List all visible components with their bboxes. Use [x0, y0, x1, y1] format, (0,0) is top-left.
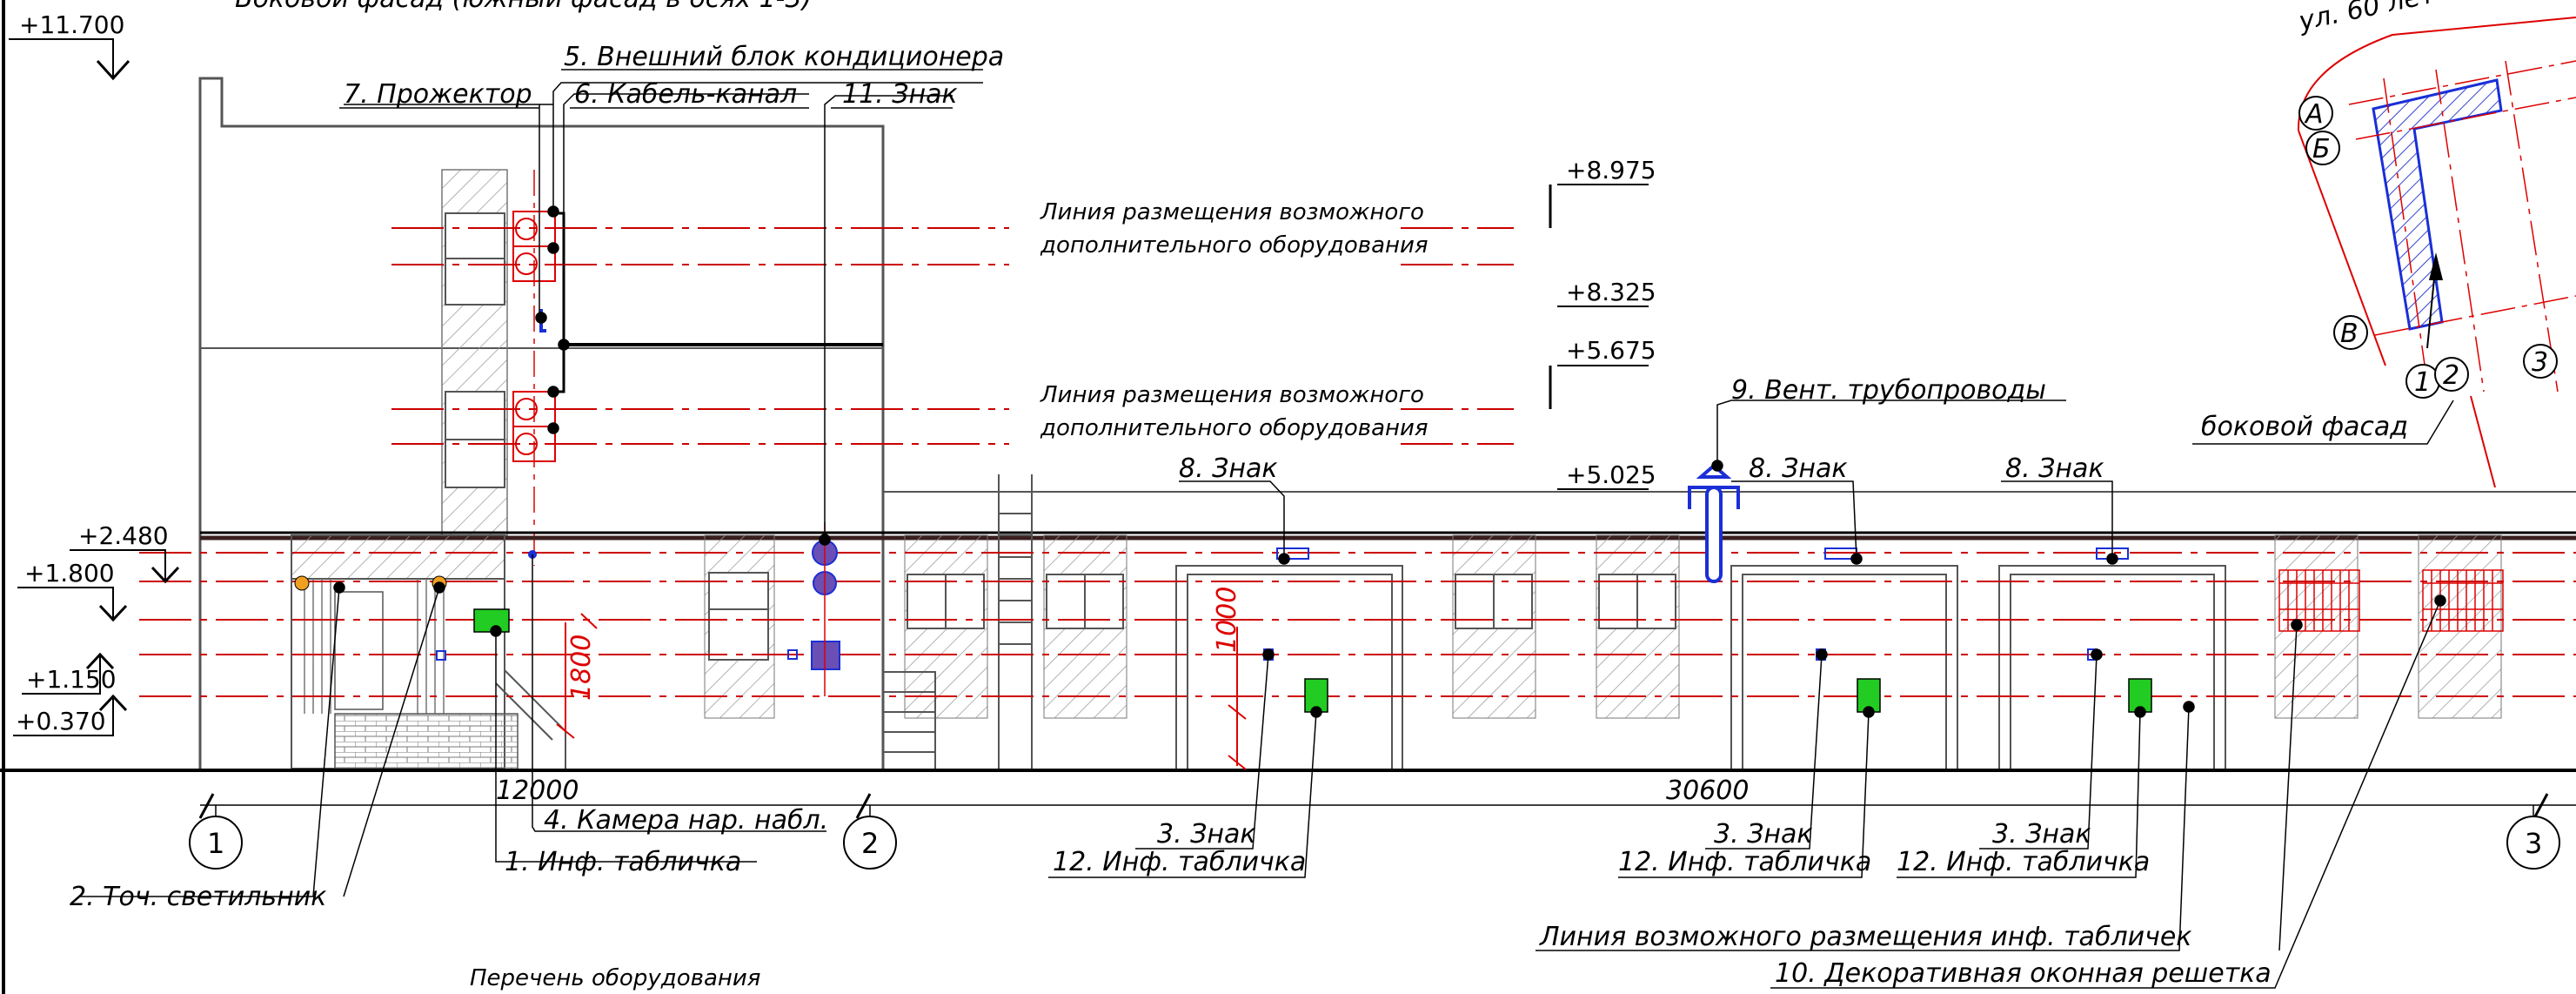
svg-text:дополнительного оборудования: дополнительного оборудования — [1040, 232, 1429, 259]
key-axis-2: 2 — [2443, 360, 2459, 391]
callout-8c: 8. Знак — [2005, 453, 2104, 484]
callout-line-plates: Линия возможного размещения инф. табличе… — [1539, 922, 2191, 952]
axis-bubbles: 1 2 3 — [189, 805, 2560, 870]
key-axis-A: А — [2304, 99, 2324, 130]
level-8325: +8.325 — [1566, 278, 1656, 306]
dim-1800: 1800 — [566, 635, 597, 701]
entrance-porch — [291, 534, 566, 770]
callout-1: 1. Инф. табличка — [505, 847, 741, 877]
key-plan-facade: боковой фасад — [2201, 412, 2408, 442]
axis-3: 3 — [2525, 827, 2542, 860]
equipment-line-notes: Линия размещения возможного дополнительн… — [1009, 197, 1429, 442]
callout-9: 9. Вент. трубопроводы — [1731, 375, 2046, 406]
callout-texts: 5. Внешний блок кондиционера 7. Прожекто… — [70, 42, 2272, 989]
callout-2: 2. Точ. светильник — [70, 882, 326, 912]
low-building — [200, 474, 2576, 771]
dim-30600: 30600 — [1666, 776, 1749, 806]
callout-8b: 8. Знак — [1749, 453, 1848, 484]
axis-1: 1 — [207, 827, 224, 860]
callout-8a: 8. Знак — [1179, 453, 1278, 484]
callout-6: 6. Кабель-канал — [574, 79, 797, 110]
callout-3c: 3. Знак — [1992, 819, 2091, 850]
level-marks: +11.700 +8.975 +8.325 +5.675 +5.025 +2.4… — [9, 10, 1656, 736]
level-1150: +1.150 — [26, 665, 117, 694]
key-plan: ул. 60 лет ... А Б В 1 2 3 боковой фасад — [2192, 0, 2576, 488]
callout-3b: 3. Знак — [1714, 819, 1813, 850]
tall-building — [198, 77, 885, 770]
level-1800: +1.800 — [24, 559, 115, 588]
callout-3a: 3. Знак — [1157, 819, 1256, 850]
callout-12a: 12. Инф. табличка — [1053, 847, 1306, 877]
level-11700: +11.700 — [19, 10, 124, 39]
key-plan-street: ул. 60 лет ... — [2295, 0, 2470, 37]
level-5025: +5.025 — [1566, 460, 1656, 489]
level-2480: +2.480 — [78, 521, 169, 550]
equipment-lines — [139, 227, 2576, 697]
callout-12b: 12. Инф. табличка — [1618, 847, 1871, 877]
title: Боковой фасад (южный фасад в осях 1-3) — [235, 0, 812, 14]
callout-4: 4. Камера нар. набл. — [544, 805, 828, 836]
callout-11: 11. Знак — [842, 79, 958, 110]
key-axis-1: 1 — [2414, 367, 2431, 398]
key-axis-3: 3 — [2532, 347, 2548, 378]
level-5675: +5.675 — [1566, 336, 1656, 365]
dimensions: 12000 30600 1800 1000 — [0, 587, 2576, 819]
svg-text:Линия размещения возможного: Линия размещения возможного — [1040, 382, 1424, 408]
equipment-symbols — [294, 463, 2152, 713]
level-8975: +8.975 — [1566, 156, 1656, 185]
callout-12c: 12. Инф. табличка — [1897, 847, 2150, 877]
svg-text:Линия размещения возможного: Линия размещения возможного — [1040, 199, 1424, 225]
callout-7: 7. Прожектор — [344, 79, 532, 110]
dim-1000: 1000 — [1212, 587, 1242, 653]
axis-2: 2 — [861, 827, 879, 860]
callout-5: 5. Внешний блок кондиционера — [564, 42, 1004, 72]
key-axis-V: В — [2340, 319, 2359, 349]
level-0370: +0.370 — [16, 707, 106, 735]
key-axis-B: Б — [2312, 134, 2331, 165]
dim-12000: 12000 — [496, 776, 579, 806]
svg-text:дополнительного оборудования: дополнительного оборудования — [1040, 415, 1429, 441]
window-grille-2 — [2422, 569, 2504, 632]
leaders — [78, 82, 2446, 989]
footer-caption: Перечень оборудования — [470, 965, 760, 991]
callout-10: 10. Декоративная оконная решетка — [1775, 958, 2272, 989]
window-grille-1 — [2278, 569, 2360, 632]
